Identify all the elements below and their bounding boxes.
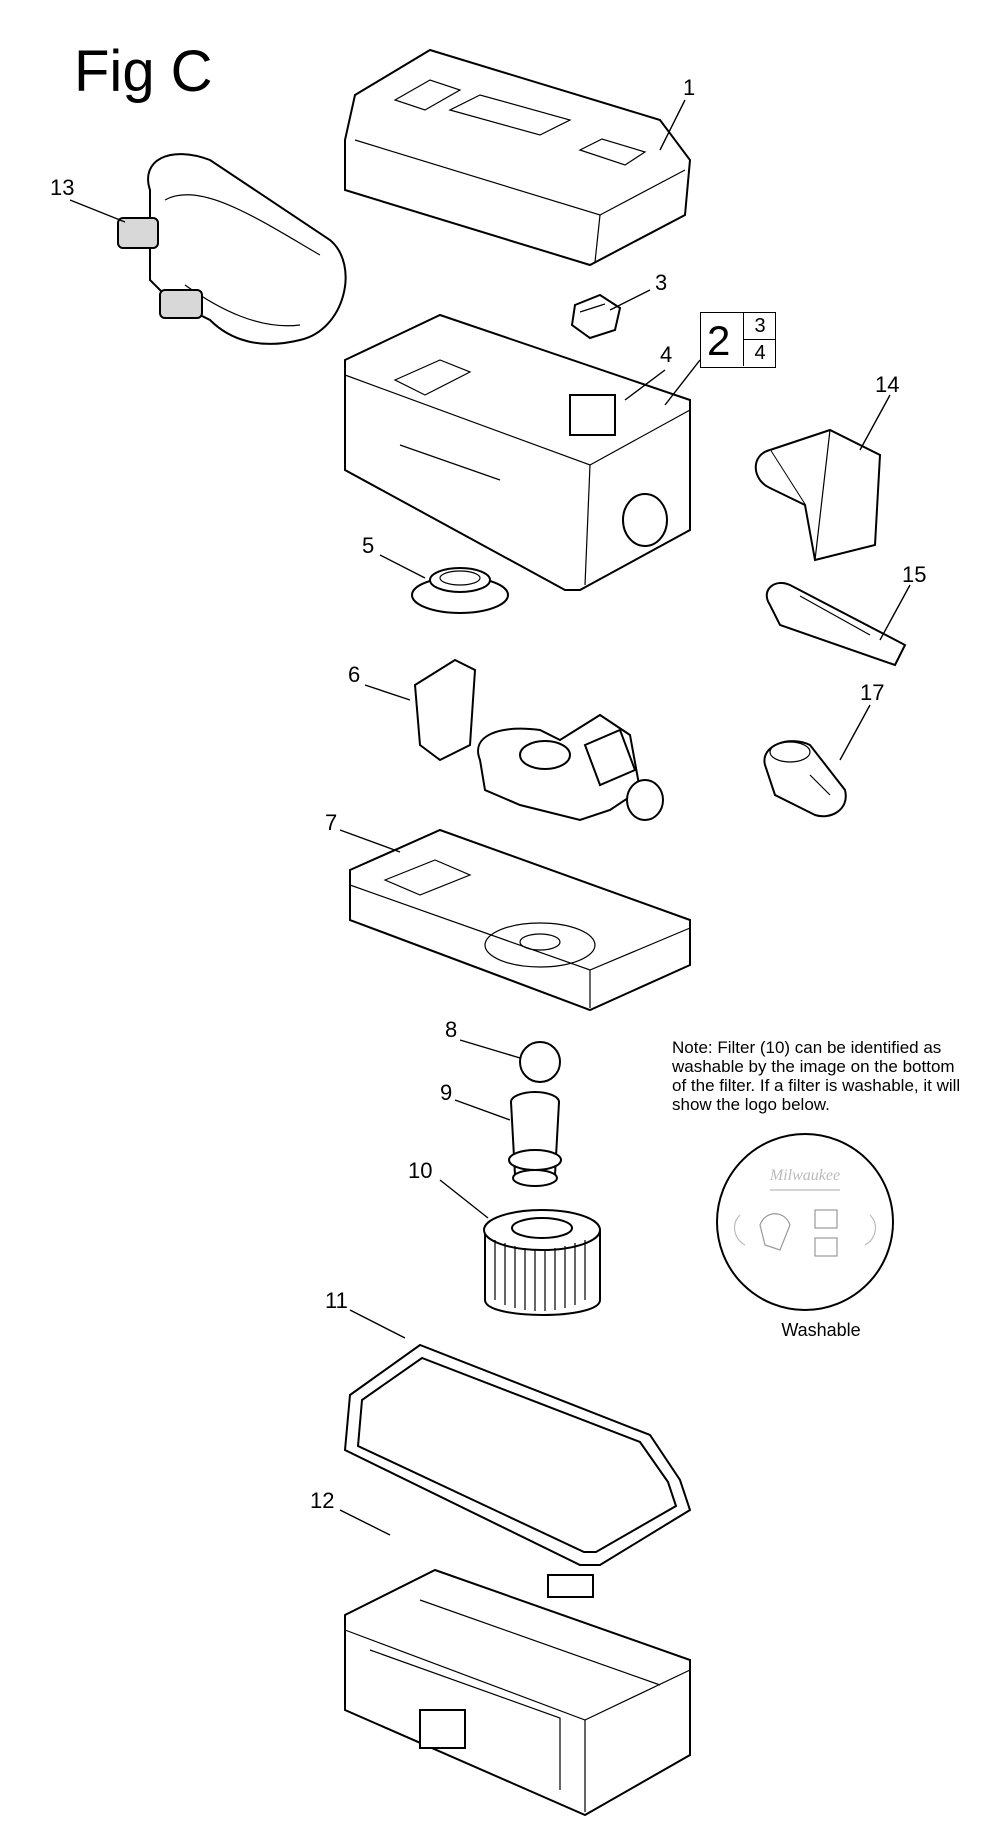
part-11-gasket (343, 1343, 692, 1566)
part-9-filter-cage (508, 1091, 562, 1187)
washable-logo: Milwaukee (716, 1133, 894, 1311)
part-15-crevice-tool (765, 582, 907, 667)
part-14-wide-nozzle (754, 428, 882, 562)
callout-15: 15 (902, 562, 926, 587)
part-5-ring-adapter (411, 567, 509, 614)
part-4-upper-housing (344, 313, 691, 591)
figure-title: Fig C (74, 39, 213, 104)
callout-labels: 1 13 3 4 14 5 15 6 17 7 8 9 10 11 12 (50, 75, 926, 1513)
callout-6: 6 (348, 662, 360, 687)
part-8-float-ball (519, 1041, 561, 1083)
ref-box-sub-top: 3 (743, 313, 776, 340)
ref-box-sub-bottom: 4 (743, 340, 776, 366)
part-7-motor-tray (349, 828, 691, 1012)
callout-17: 17 (860, 680, 884, 705)
callout-13: 13 (50, 175, 74, 200)
callout-10: 10 (408, 1158, 432, 1183)
callout-3: 3 (655, 270, 667, 295)
callout-11: 11 (325, 1288, 348, 1313)
callout-7: 7 (325, 810, 337, 835)
part-1-lid (344, 48, 692, 267)
reference-box-part-2: 2 3 4 (700, 312, 776, 368)
callout-4: 4 (660, 342, 672, 367)
filter-note: Note: Filter (10) can be identified as w… (672, 1038, 961, 1114)
washable-caption: Washable (781, 1320, 861, 1340)
part-17-hose-adapter (763, 740, 847, 818)
part-6-motor-assembly (413, 658, 664, 822)
callout-9: 9 (440, 1080, 452, 1105)
callout-8: 8 (445, 1017, 457, 1042)
callout-12: 12 (310, 1488, 334, 1513)
logo-brand-mark: Milwaukee (769, 1167, 840, 1184)
part-12-tank (344, 1568, 691, 1817)
callout-14: 14 (875, 372, 899, 397)
callout-1: 1 (683, 75, 695, 100)
callout-5: 5 (362, 533, 374, 558)
part-10-filter (483, 1209, 601, 1316)
leader-lines (69, 99, 911, 1536)
ref-box-main-number: 2 (707, 317, 731, 364)
part-13-hose (117, 153, 347, 345)
part-3-switch (570, 293, 622, 340)
